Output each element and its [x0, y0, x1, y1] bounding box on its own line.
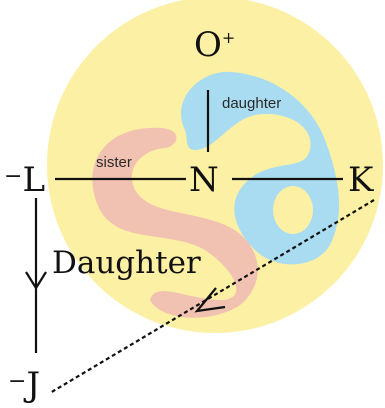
relation-n-o-label: daughter	[222, 95, 282, 112]
down-arrow-icon	[25, 271, 47, 291]
watermark-blue-hole	[273, 186, 313, 234]
node-l-sign: −	[4, 164, 23, 189]
node-n-label: N	[189, 160, 219, 200]
node-k-label: K	[348, 160, 374, 200]
node-l-label: −L	[4, 160, 46, 200]
watermark-red-shape	[92, 127, 258, 318]
node-o-label: O+	[194, 25, 236, 65]
dashed-arrowhead-icon	[194, 287, 226, 313]
node-o-sign: +	[221, 28, 236, 47]
node-j-label: −J	[8, 365, 41, 405]
node-j-sign: −	[8, 369, 27, 394]
relation-l-j-label: Daughter	[52, 245, 201, 281]
relation-l-n-label: sister	[96, 154, 132, 171]
